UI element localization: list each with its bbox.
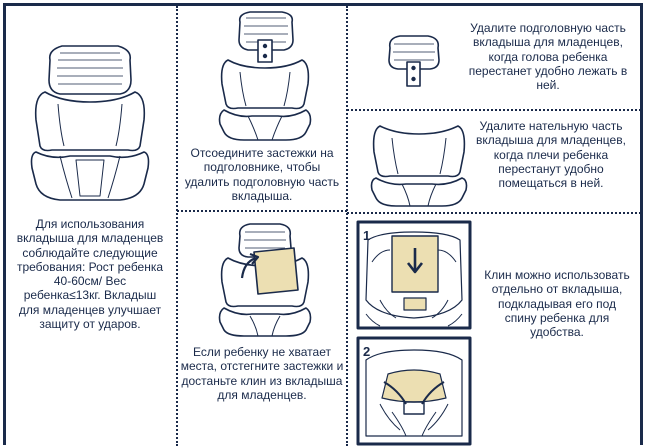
divider-right-row-1 bbox=[347, 109, 641, 111]
divider-middle-row bbox=[177, 210, 347, 212]
detach-headrest-text: Отсоедините застежки на подголовнике, чт… bbox=[184, 146, 340, 203]
remove-wedge-text: Если ребенку не хватает места, отстегнит… bbox=[180, 345, 344, 402]
step-2-number: 2 bbox=[363, 344, 370, 359]
wedge-use-text: Клин можно использовать отдельно от вкла… bbox=[484, 268, 630, 340]
sheet-border bbox=[3, 3, 643, 445]
remove-body-part-text: Удалите нательную часть вкладыша для мла… bbox=[476, 119, 626, 191]
divider-left bbox=[176, 6, 178, 446]
remove-head-part-text: Удалите подголовную часть вкладыша для м… bbox=[468, 21, 628, 93]
requirements-text: Для использования вкладыша для младенцев… bbox=[16, 217, 164, 332]
divider-right-row-2 bbox=[347, 212, 641, 214]
step-1-number: 1 bbox=[363, 228, 370, 243]
divider-middle bbox=[346, 6, 348, 446]
